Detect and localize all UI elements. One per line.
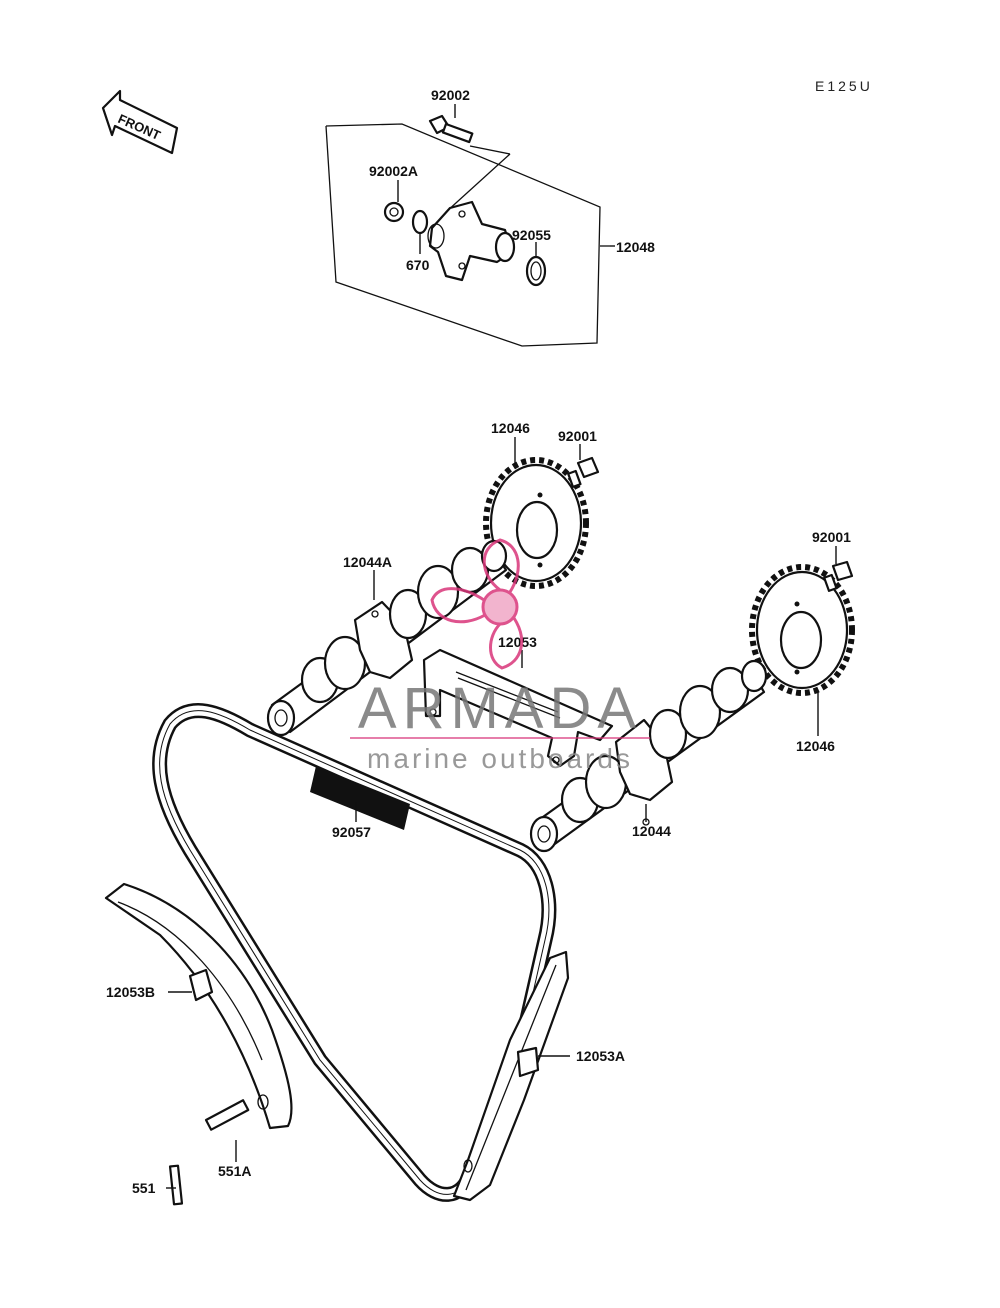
- label-12053: 12053: [498, 634, 537, 650]
- label-92057: 92057: [332, 824, 371, 840]
- label-92001-upper: 92001: [558, 428, 597, 444]
- tensioner-body-icon: [427, 200, 516, 282]
- label-12053A: 12053A: [576, 1048, 625, 1064]
- label-12046-right: 12046: [796, 738, 835, 754]
- o-ring-670-icon: [411, 209, 429, 235]
- pin-551A-icon: [204, 1099, 250, 1131]
- label-551: 551: [132, 1180, 156, 1196]
- sprocket-12046-upper-icon: [483, 457, 589, 589]
- chain-guide-12053B-icon: [104, 882, 293, 1130]
- camshaft-12044A-icon: [266, 539, 508, 737]
- pin-551-icon: [168, 1164, 184, 1206]
- chain-guide-12053A-icon: [452, 950, 570, 1202]
- sprocket-12046-right-icon: [749, 564, 855, 696]
- label-92055: 92055: [512, 227, 551, 243]
- label-92001-right: 92001: [812, 529, 851, 545]
- bolt-92002-icon: [428, 114, 511, 213]
- bolt-92001-upper-icon: [567, 456, 600, 488]
- cap-nut-92002A-icon: [383, 201, 405, 223]
- camshaft-12044-icon: [529, 659, 768, 853]
- armada-watermark: ARMADA marine outboards: [350, 538, 650, 774]
- front-arrow-icon: FRONT: [101, 89, 179, 155]
- label-12046-upper: 12046: [491, 420, 530, 436]
- label-12044: 12044: [632, 823, 671, 839]
- watermark-brand: ARMADA: [358, 676, 642, 741]
- label-670: 670: [406, 257, 430, 273]
- propeller-logo-icon: [430, 538, 524, 670]
- diagram-code: E125U: [815, 78, 873, 94]
- o-ring-92055-icon: [525, 255, 547, 287]
- label-551A: 551A: [218, 1163, 251, 1179]
- label-92002: 92002: [431, 87, 470, 103]
- watermark-tagline: marine outboards: [367, 743, 633, 774]
- label-12044A: 12044A: [343, 554, 392, 570]
- chain-guide-12053-icon: [422, 648, 614, 768]
- label-12053B: 12053B: [106, 984, 155, 1000]
- tensioner-assembly-box: [325, 123, 610, 347]
- leader-lines: [166, 104, 837, 1189]
- label-12048: 12048: [616, 239, 655, 255]
- bolt-92001-right-icon: [823, 560, 854, 592]
- label-92002A: 92002A: [369, 163, 418, 179]
